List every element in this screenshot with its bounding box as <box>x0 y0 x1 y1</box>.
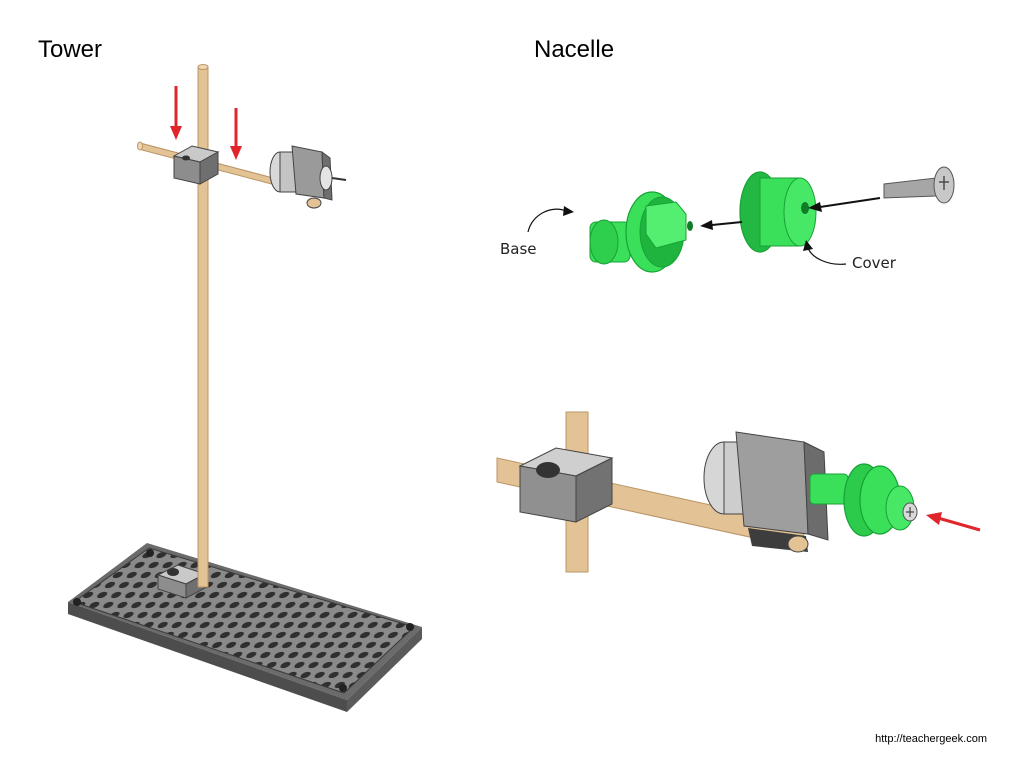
nacelle-base-part <box>589 191 693 273</box>
black-arrow-icon <box>808 197 881 212</box>
arm-clamp <box>518 447 614 523</box>
nacelle-assembled-illustration <box>496 411 981 573</box>
red-arrow-icon <box>170 86 182 140</box>
red-arrow-icon <box>230 108 242 160</box>
cover-label: Cover <box>852 254 896 272</box>
base-label: Base <box>500 240 537 258</box>
nacelle-heading: Nacelle <box>534 36 615 63</box>
base-plate <box>68 543 422 712</box>
nacelle-cover-part <box>739 171 817 253</box>
source-url: http://teachergeek.com <box>875 733 987 745</box>
motor-assembly <box>703 431 829 553</box>
screw-icon <box>883 166 955 204</box>
black-arrow-icon <box>700 220 743 230</box>
curved-arrow-icon <box>803 240 847 265</box>
tower-assembly-illustration <box>68 64 422 712</box>
tower-dowel <box>197 64 209 588</box>
nacelle-exploded-illustration <box>527 166 955 273</box>
tower-heading: Tower <box>38 36 103 63</box>
green-hub <box>809 463 918 537</box>
red-arrow-icon <box>926 512 981 532</box>
motor-assembly <box>269 145 347 209</box>
curved-arrow-icon <box>527 206 574 233</box>
top-clamp <box>172 145 220 185</box>
